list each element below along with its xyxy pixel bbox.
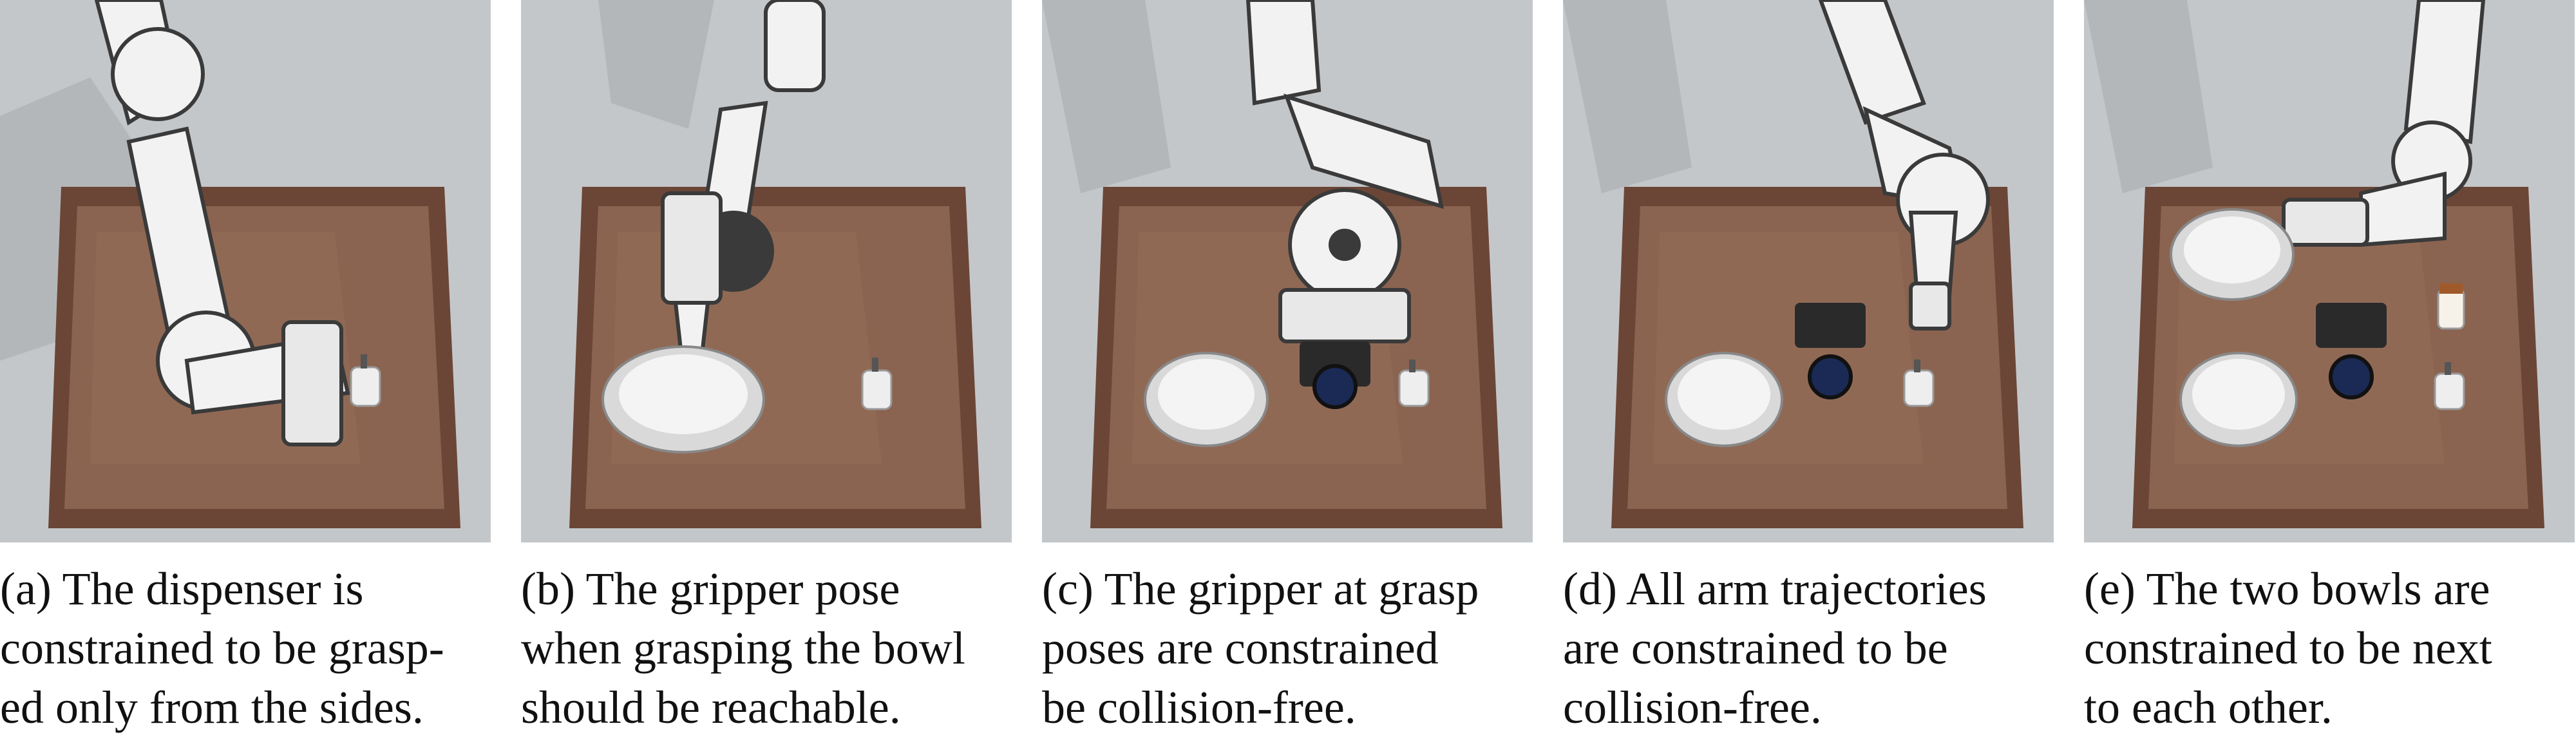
dispenser bbox=[2434, 362, 2465, 410]
caption-line: (e) The two bowls are bbox=[2084, 563, 2490, 615]
robot-arm bbox=[2282, 0, 2486, 247]
scene-image-e bbox=[2084, 0, 2575, 542]
bowl-top bbox=[2170, 208, 2295, 301]
robot-arm bbox=[1245, 0, 1444, 343]
robot-scene-d bbox=[1563, 0, 2054, 542]
caption-b: (b) The gripper pose when grasping the b… bbox=[521, 559, 1036, 737]
scene-image-b bbox=[521, 0, 1012, 542]
caption-line: ed only from the sides. bbox=[0, 682, 424, 733]
panel-d: (d) All arm trajectories are constrained… bbox=[1563, 0, 2054, 733]
caption-d: (d) All arm trajectories are constrained… bbox=[1563, 559, 2078, 737]
robot-arm bbox=[1818, 0, 1990, 330]
camera bbox=[2316, 303, 2387, 399]
bowl bbox=[601, 345, 765, 454]
caption-line: (a) The dispenser is bbox=[0, 563, 364, 615]
robot-scene-a bbox=[0, 0, 491, 542]
camera bbox=[1795, 303, 1866, 399]
dispenser bbox=[861, 358, 893, 410]
dispenser bbox=[1903, 359, 1935, 407]
caption-line: when grasping the bowl bbox=[521, 622, 965, 674]
bowl bbox=[1144, 352, 1269, 447]
caption-e: (e) The two bowls are constrained to be … bbox=[2084, 559, 2576, 737]
robot-arm bbox=[94, 0, 350, 446]
robot-scene-b bbox=[521, 0, 1012, 542]
panel-b: (b) The gripper pose when grasping the b… bbox=[521, 0, 1012, 733]
caption-line: be collision-free. bbox=[1042, 682, 1356, 733]
panel-c: (c) The gripper at grasp poses are const… bbox=[1042, 0, 1533, 733]
dispenser bbox=[1398, 359, 1430, 407]
bottle bbox=[2437, 283, 2465, 330]
caption-line: poses are constrained bbox=[1042, 622, 1439, 674]
caption-line: (d) All arm trajectories bbox=[1563, 563, 1987, 615]
caption-line: should be reachable. bbox=[521, 682, 901, 733]
bowl bbox=[1665, 352, 1783, 447]
caption-line: collision-free. bbox=[1563, 682, 1822, 733]
caption-line: (c) The gripper at grasp bbox=[1042, 563, 1479, 615]
caption-line: constrained to be next bbox=[2084, 622, 2492, 674]
scene-image-d bbox=[1563, 0, 2054, 542]
scene-image-c bbox=[1042, 0, 1533, 542]
bowl-bottom bbox=[2179, 352, 2298, 447]
caption-a: (a) The dispenser is constrained to be g… bbox=[0, 559, 515, 737]
camera bbox=[1300, 341, 1370, 409]
caption-line: to each other. bbox=[2084, 682, 2333, 733]
robot-scene-c bbox=[1042, 0, 1533, 542]
robot-scene-e bbox=[2084, 0, 2575, 542]
caption-c: (c) The gripper at grasp poses are const… bbox=[1042, 559, 1557, 737]
panel-a: (a) The dispenser is constrained to be g… bbox=[0, 0, 491, 733]
caption-line: (b) The gripper pose bbox=[521, 563, 900, 615]
scene-image-a bbox=[0, 0, 491, 542]
panel-e: (e) The two bowls are constrained to be … bbox=[2084, 0, 2575, 733]
caption-line: constrained to be grasp- bbox=[0, 622, 444, 674]
caption-line: are constrained to be bbox=[1563, 622, 1948, 674]
dispenser bbox=[350, 354, 381, 407]
